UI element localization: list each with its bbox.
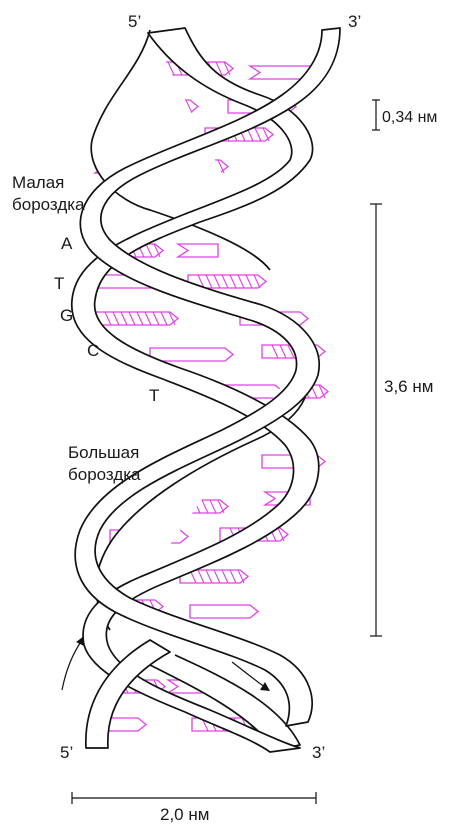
label-top-left-5prime: 5’ <box>128 12 141 31</box>
base-label-5: T <box>149 386 159 405</box>
base-pair-hatch <box>205 274 213 289</box>
base-pair-hatch <box>160 311 168 326</box>
base-pair-hatch <box>221 274 229 289</box>
base-pair-hatch <box>229 569 237 584</box>
base-step-bracket <box>372 99 380 131</box>
helix-pitch-label: 3,6 нм <box>384 377 433 396</box>
base-label-2: T <box>54 274 64 293</box>
base-pair-hatch <box>112 311 120 326</box>
base-pair-hatch <box>145 243 153 258</box>
base-pair-hatch <box>217 159 225 174</box>
base-pair-hatch <box>229 274 237 289</box>
strand-tail-bottom-left <box>85 639 171 749</box>
base-pair-hatch <box>197 569 205 584</box>
base-pair-hatch <box>287 344 295 359</box>
base-pair-hatch <box>104 311 112 326</box>
base-pair-hatch <box>262 127 270 142</box>
base-pair-hatch <box>279 344 287 359</box>
base-pair-hatch <box>120 311 128 326</box>
label-top-right-3prime: 3’ <box>348 12 361 31</box>
base-pair-hatch <box>221 569 229 584</box>
base-pair-hatch <box>215 61 223 76</box>
base-pair-hatch <box>253 274 261 289</box>
base-pair-hatch <box>217 499 225 514</box>
base-label-3: G <box>60 306 73 325</box>
major-groove-label-line1: Большая <box>68 443 139 462</box>
base-pair-hatch <box>205 569 213 584</box>
base-pair-hatch <box>152 311 160 326</box>
base-pair-hatch <box>136 311 144 326</box>
base-pair-hatch <box>213 569 221 584</box>
base-pair-hatch <box>237 274 245 289</box>
base-pair-hatch <box>245 274 253 289</box>
base-pair-rung <box>189 604 260 619</box>
helix-pitch-bracket <box>370 203 382 637</box>
base-pair-hatch <box>185 99 193 114</box>
base-pair-hatch <box>254 127 262 142</box>
base-pair-hatch <box>213 274 221 289</box>
label-bottom-left-5prime: 5’ <box>60 743 73 762</box>
base-pair-hatch <box>223 61 231 76</box>
base-pair-hatch <box>153 243 161 258</box>
strand-2-front <box>74 27 341 727</box>
base-step-label: 0,34 нм <box>382 109 437 126</box>
minor-groove-label-line1: Малая <box>12 173 64 192</box>
base-label-1: A <box>61 234 73 253</box>
base-pair-hatch <box>209 499 217 514</box>
base-pair-hatch <box>318 384 326 399</box>
base-pair-hatch <box>277 527 285 542</box>
helix-width-bracket <box>71 792 317 804</box>
base-pair-rung <box>149 347 235 362</box>
base-label-4: C <box>87 341 99 360</box>
major-groove-label-line2: бороздка <box>68 465 141 484</box>
minor-groove-label-line2: бороздка <box>12 195 85 214</box>
base-pair-rung <box>239 311 310 326</box>
label-bottom-right-3prime: 3’ <box>312 743 325 762</box>
base-pair-hatch <box>144 311 152 326</box>
direction-arrow-right <box>231 661 270 691</box>
base-pair-rung <box>247 65 311 80</box>
base-pair-hatch <box>201 499 209 514</box>
base-pair-hatch <box>128 311 136 326</box>
direction-arrow-left <box>61 636 84 691</box>
base-pair-hatch <box>271 344 279 359</box>
base-pair-hatch <box>237 569 245 584</box>
base-pair-hatch <box>167 61 175 76</box>
base-pair-hatch <box>197 274 205 289</box>
base-pair-rung <box>175 243 219 258</box>
helix-width-label: 2,0 нм <box>160 805 209 824</box>
base-pair-hatch <box>168 311 176 326</box>
